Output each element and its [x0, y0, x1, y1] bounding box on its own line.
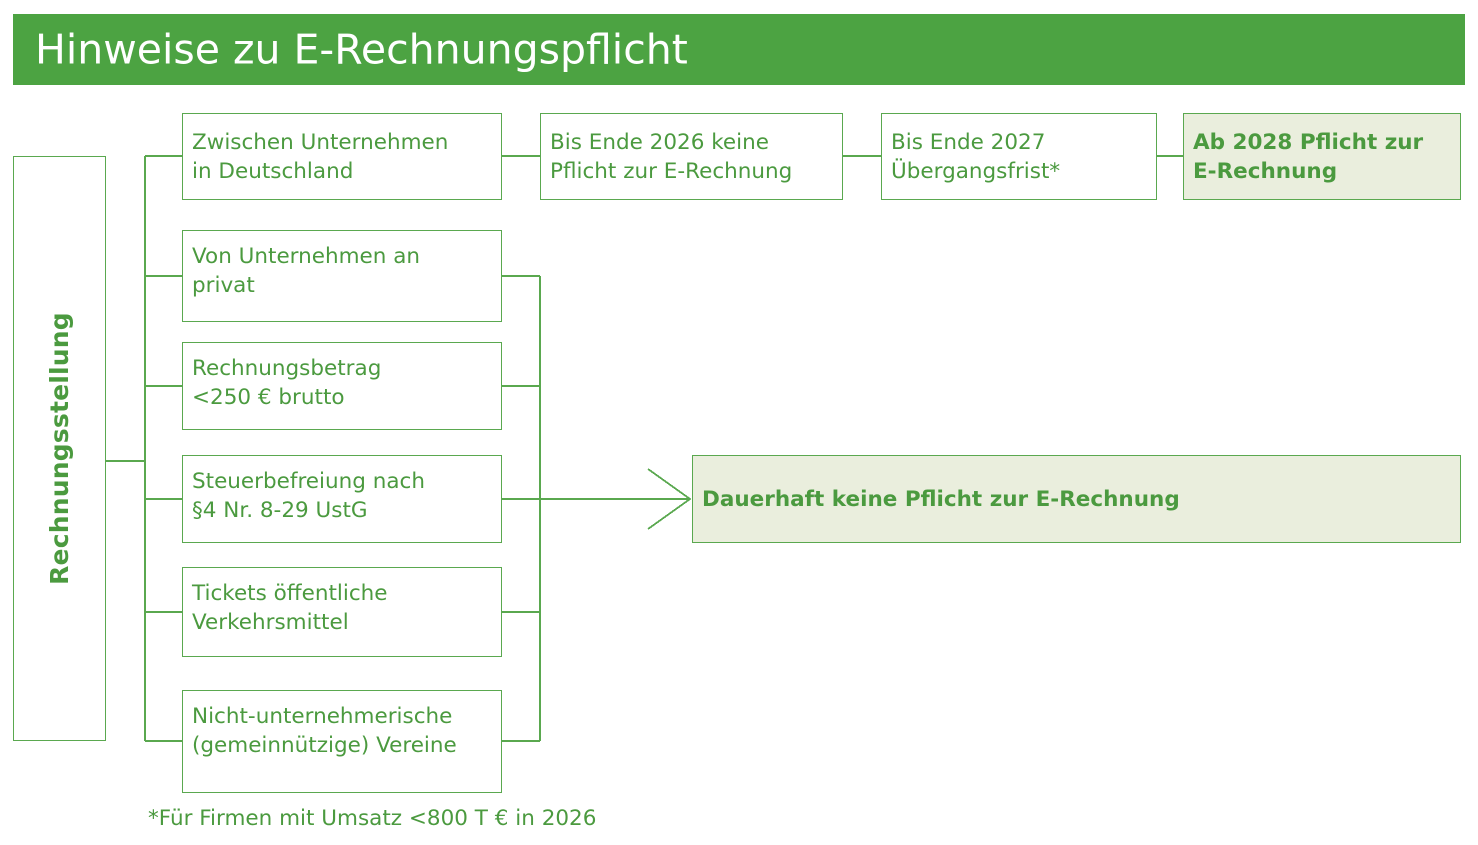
timeline-label: Ab 2028 Pflicht zur E-Rechnung [1193, 129, 1424, 184]
root-node-label: Rechnungsstellung [45, 312, 74, 585]
page-header-bar: Hinweise zu E-Rechnungspflicht [13, 14, 1465, 85]
category-box-rechnungsbetrag[interactable]: Rechnungsbetrag <250 € brutto [182, 342, 502, 430]
timeline-box-bis-2027[interactable]: Bis Ende 2027 Übergangsfrist* [881, 113, 1157, 200]
category-box-vereine[interactable]: Nicht-unternehmerische (gemeinnützige) V… [182, 690, 502, 793]
category-box-unternehmen-privat[interactable]: Von Unternehmen an privat [182, 230, 502, 322]
footnote-text: *Für Firmen mit Umsatz <800 T € in 2026 [148, 806, 597, 831]
timeline-label: Bis Ende 2026 keine Pflicht zur E-Rechnu… [550, 129, 793, 184]
category-box-steuerbefreiung[interactable]: Steuerbefreiung nach §4 Nr. 8-29 UstG [182, 455, 502, 543]
category-box-tickets-oepnv[interactable]: Tickets öffentliche Verkehrsmittel [182, 567, 502, 657]
timeline-box-bis-2026[interactable]: Bis Ende 2026 keine Pflicht zur E-Rechnu… [540, 113, 843, 200]
timeline-label: Bis Ende 2027 Übergangsfrist* [891, 129, 1061, 184]
category-label: Steuerbefreiung nach §4 Nr. 8-29 UstG [192, 469, 425, 523]
outcome-label: Dauerhaft keine Pflicht zur E-Rechnung [702, 486, 1180, 512]
category-label: Tickets öffentliche Verkehrsmittel [192, 581, 388, 635]
category-label: Nicht-unternehmerische (gemeinnützige) V… [192, 704, 457, 758]
category-label: Rechnungsbetrag <250 € brutto [192, 356, 382, 410]
category-label: Zwischen Unternehmen in Deutschland [192, 129, 449, 184]
timeline-box-ab-2028[interactable]: Ab 2028 Pflicht zur E-Rechnung [1183, 113, 1461, 200]
category-box-b2b-deutschland[interactable]: Zwischen Unternehmen in Deutschland [182, 113, 502, 200]
category-label: Von Unternehmen an privat [192, 244, 421, 298]
outcome-box-dauerhaft-keine-pflicht[interactable]: Dauerhaft keine Pflicht zur E-Rechnung [692, 455, 1461, 543]
root-node-rechnungsstellung[interactable]: Rechnungsstellung [13, 156, 106, 741]
page-title: Hinweise zu E-Rechnungspflicht [35, 25, 688, 73]
